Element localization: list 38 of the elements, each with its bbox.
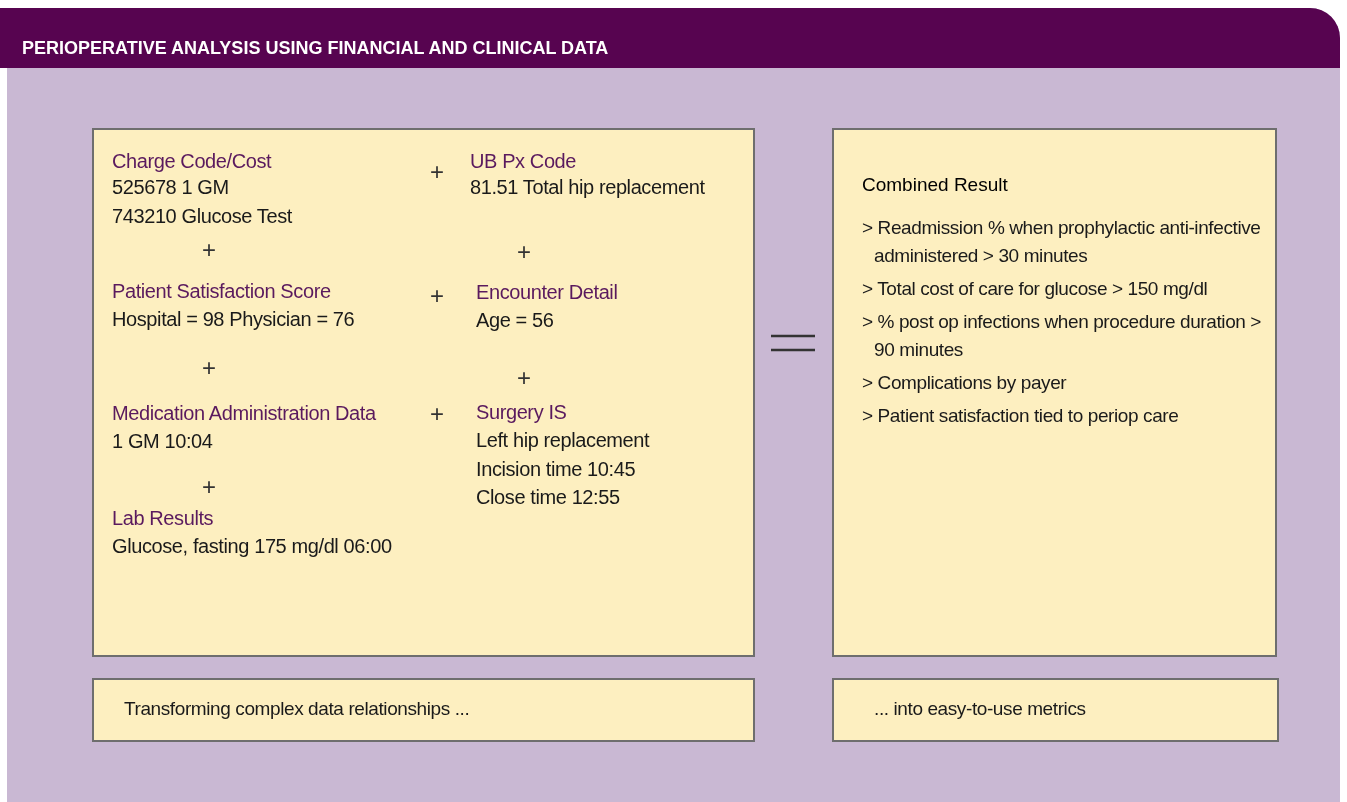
section-heading: Patient Satisfaction Score [112, 280, 331, 303]
data-box [92, 128, 755, 657]
caption-text: Transforming complex data relationships ... [124, 698, 470, 720]
plus-sign: + [430, 282, 444, 310]
plus-sign: + [202, 354, 216, 382]
result-heading: Combined Result [862, 174, 1009, 196]
caption-box [92, 678, 755, 742]
data-text: Hospital = 98 Physician = 76 [112, 308, 355, 331]
result-item: > Complications by payer [862, 371, 1068, 395]
result-item: > Total cost of care for glucose > 150 mg/dl [862, 277, 1209, 301]
plus-sign: + [517, 364, 531, 392]
plus-sign: + [430, 158, 444, 186]
section-heading: UB Px Code [470, 150, 577, 173]
caption-text: ... into easy-to-use metrics [874, 698, 1086, 720]
plus-sign: + [202, 236, 216, 264]
data-text: Left hip replacement [476, 429, 650, 452]
data-text: 743210 Glucose Test [112, 205, 292, 228]
data-text: 1 GM 10:04 [112, 430, 213, 453]
result-item: > Readmission % when prophylactic anti-infective administered > 30 minutes [862, 216, 1262, 268]
data-text: 525678 1 GM [112, 176, 229, 199]
section-heading: Encounter Detail [476, 281, 618, 304]
caption-box [832, 678, 1279, 742]
plus-sign: + [202, 473, 216, 501]
data-text: 81.51 Total hip replacement [470, 176, 705, 199]
plus-sign: + [517, 238, 531, 266]
data-text: Glucose, fasting 175 mg/dl 06:00 [112, 535, 392, 558]
result-item: > Patient satisfaction tied to periop care [862, 404, 1180, 428]
result-box [832, 128, 1277, 657]
plus-sign: + [430, 400, 444, 428]
section-heading: Charge Code/Cost [112, 150, 272, 173]
data-text: Incision time 10:45 [476, 458, 636, 481]
section-heading: Surgery IS [476, 401, 567, 424]
data-text: Close time 12:55 [476, 486, 620, 509]
section-heading: Lab Results [112, 507, 214, 530]
data-text: Age = 56 [476, 309, 554, 332]
title: PERIOPERATIVE ANALYSIS USING FINANCIAL AND CLINICAL DATA [22, 38, 609, 59]
result-item: > % post op infections when procedure duration > 90 minutes [862, 310, 1262, 362]
section-heading: Medication Administration Data [112, 402, 376, 425]
